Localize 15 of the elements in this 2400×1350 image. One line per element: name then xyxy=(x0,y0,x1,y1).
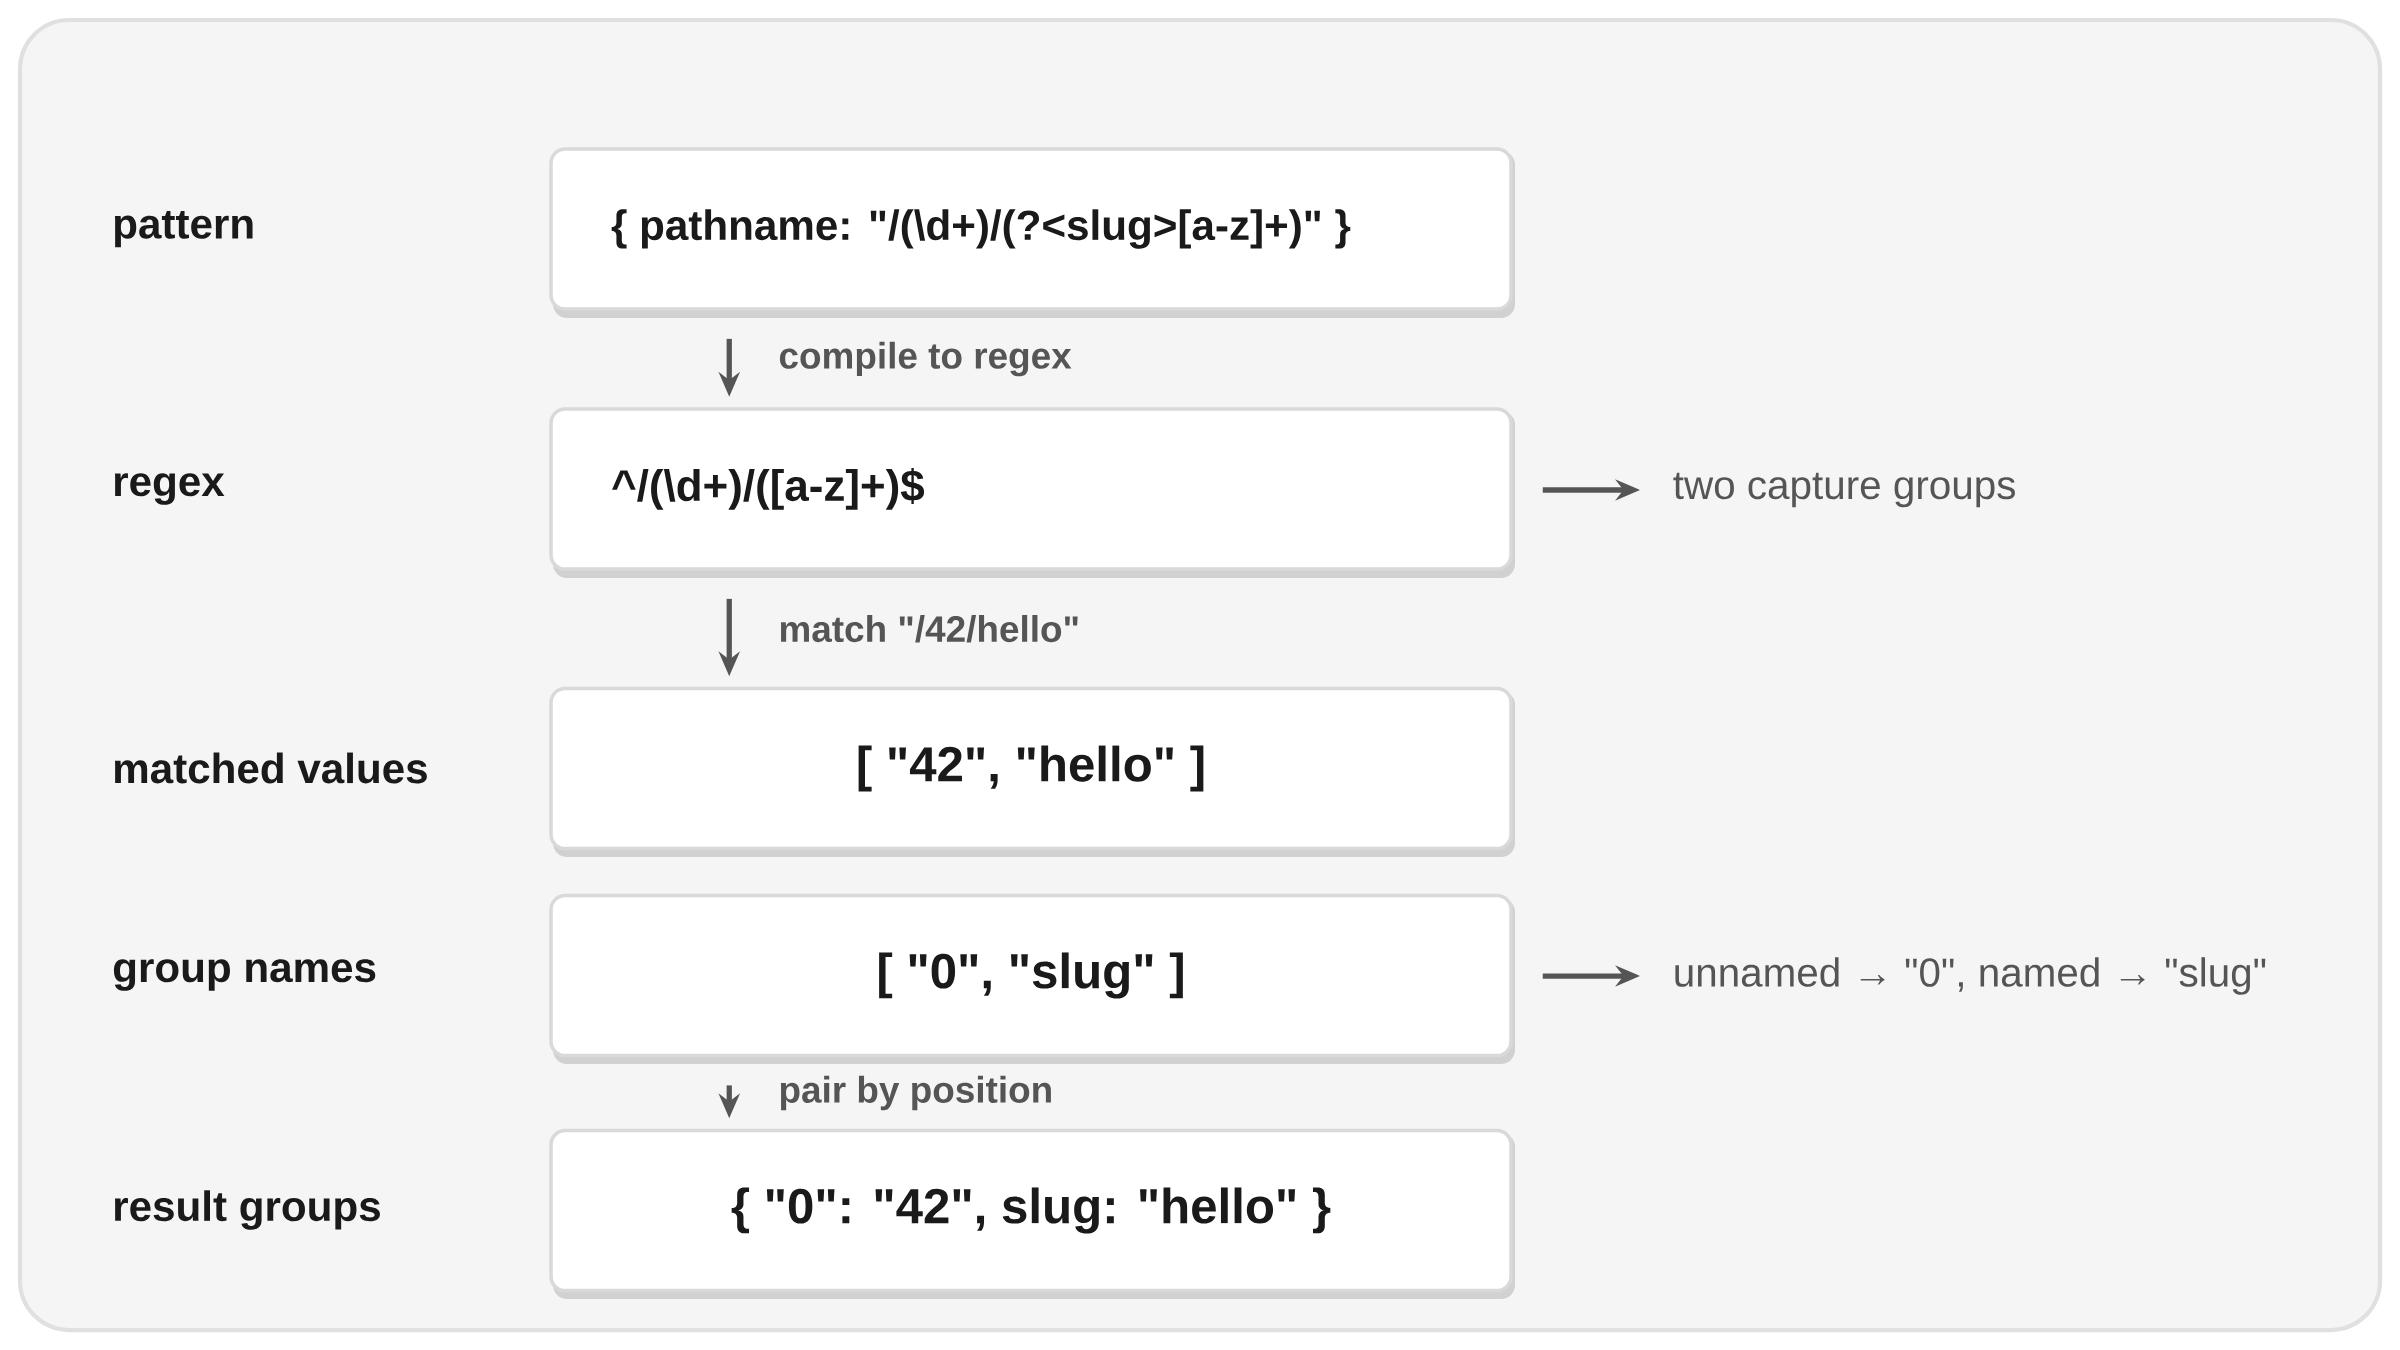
row-label: pattern xyxy=(114,210,253,248)
edge-label: compile to regex xyxy=(779,341,1072,377)
edge-label: pair by position xyxy=(780,1075,1051,1111)
note-text: two capture groups xyxy=(1673,472,2015,508)
row-label: matched values xyxy=(114,752,427,784)
note-text: unnamed → "0", named → "slug" xyxy=(1675,957,2266,995)
row-label: regex xyxy=(114,473,225,505)
code-box: { "0": "42", slug: "hello" } xyxy=(549,1128,1516,1299)
edge-label: match "/42/hello" xyxy=(780,615,1078,643)
code-box: { pathname: "/(\d+)/(?<slug>[a-z]+)" } xyxy=(549,147,1516,318)
code-box: [ "0", "slug" ] xyxy=(549,893,1516,1064)
row-label: result groups xyxy=(114,1190,380,1230)
code-box: [ "42", "hello" ] xyxy=(549,686,1516,857)
code-box: ^/(\d+)/([a-z]+)$ xyxy=(549,407,1516,578)
row-label: group names xyxy=(113,959,376,991)
